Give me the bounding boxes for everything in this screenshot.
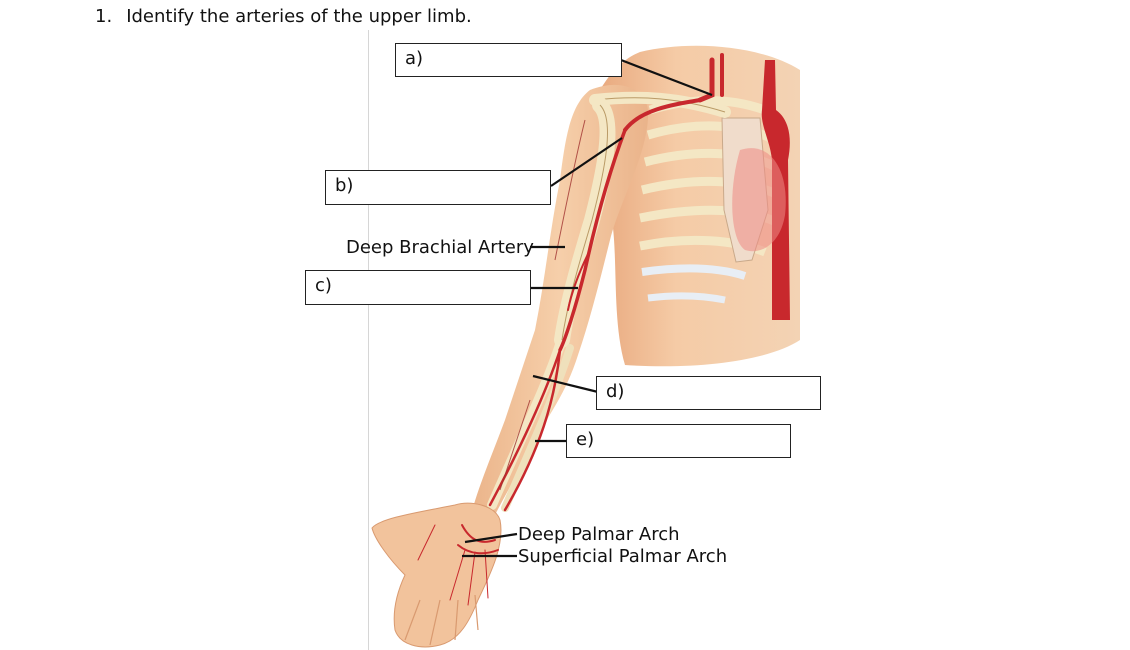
clavicle-outline [594,97,726,113]
question-number: 1. [95,6,113,27]
question-text: Identify the arteries of the upper limb. [126,6,472,27]
answer-box-d[interactable]: d) [596,376,821,410]
deep-brachial-artery-label: Deep Brachial Artery [346,237,534,258]
leader-line-d [532,374,599,394]
answer-box-e[interactable]: e) [566,424,791,458]
answer-box-e-label: e) [576,429,595,450]
hand-skin [371,502,502,648]
leader-line-deep-palmar [464,532,518,544]
superficial-palmar-arch-label: Superficial Palmar Arch [518,546,728,567]
answer-box-b[interactable]: b) [325,170,551,205]
leader-lines [462,58,713,558]
ulna [501,344,574,512]
question-heading: 1. Identify the arteries of the upper lim… [95,6,472,27]
answer-box-c-label: c) [315,275,332,296]
heart [732,148,786,252]
answer-box-c[interactable]: c) [305,270,531,305]
leader-line-b [550,137,623,187]
answer-box-a[interactable]: a) [395,43,622,77]
answer-box-d-label: d) [606,381,625,402]
leader-line-a [620,58,713,97]
deep-palmar-arch-label: Deep Palmar Arch [518,524,680,545]
fingers [404,594,479,646]
arm-vessels [499,119,586,491]
answer-box-a-label: a) [405,48,424,69]
arteries [417,53,724,606]
answer-box-b-label: b) [335,175,354,196]
page-margin-line [368,30,369,650]
